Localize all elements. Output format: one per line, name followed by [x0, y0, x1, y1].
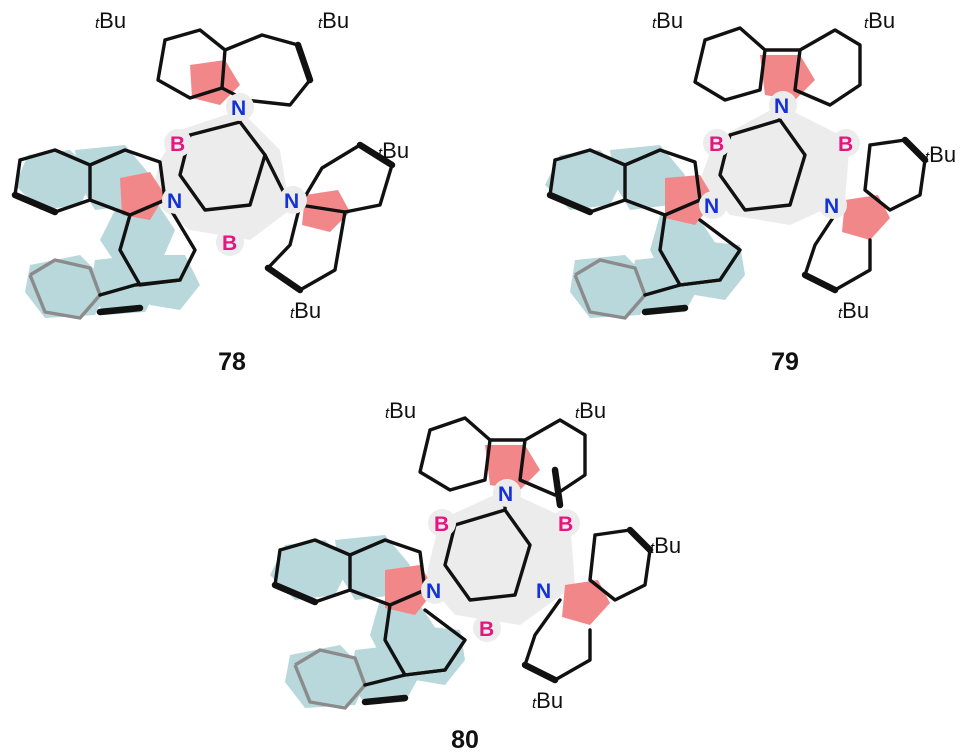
svg-text:B: B: [170, 133, 185, 156]
svg-text:N: N: [426, 580, 441, 603]
svg-text:tBu: tBu: [575, 398, 606, 423]
molecule-78: tBu tBu tBu tBu B N N N B 78: [11, 8, 409, 376]
svg-text:tBu: tBu: [650, 533, 681, 558]
svg-text:N: N: [536, 580, 551, 603]
svg-text:B: B: [709, 133, 724, 156]
svg-text:N: N: [231, 97, 246, 120]
svg-text:B: B: [479, 618, 494, 641]
svg-text:B: B: [222, 232, 237, 255]
svg-text:N: N: [774, 95, 789, 118]
svg-text:tBu: tBu: [864, 8, 895, 33]
svg-text:tBu: tBu: [838, 298, 869, 323]
svg-text:tBu: tBu: [385, 398, 416, 423]
compound-label-80: 80: [451, 726, 479, 754]
svg-text:N: N: [704, 195, 719, 218]
svg-text:tBu: tBu: [532, 688, 563, 713]
molecule-79: tBu tBu tBu tBu N B B N N 79: [545, 8, 956, 376]
molecule-80: tBu tBu tBu tBu N B B N N B 80: [270, 398, 681, 754]
svg-text:tBu: tBu: [652, 8, 683, 33]
svg-text:N: N: [167, 190, 182, 213]
svg-text:tBu: tBu: [378, 138, 409, 163]
svg-text:N: N: [824, 195, 839, 218]
svg-text:B: B: [558, 513, 573, 536]
svg-text:tBu: tBu: [95, 8, 126, 33]
svg-text:N: N: [498, 483, 513, 506]
svg-text:tBu: tBu: [290, 298, 321, 323]
svg-text:B: B: [434, 513, 449, 536]
svg-text:tBu: tBu: [925, 142, 956, 167]
compound-label-78: 78: [218, 348, 246, 376]
svg-text:N: N: [284, 190, 299, 213]
compound-label-79: 79: [771, 348, 799, 376]
svg-text:B: B: [838, 133, 853, 156]
svg-text:tBu: tBu: [318, 8, 349, 33]
